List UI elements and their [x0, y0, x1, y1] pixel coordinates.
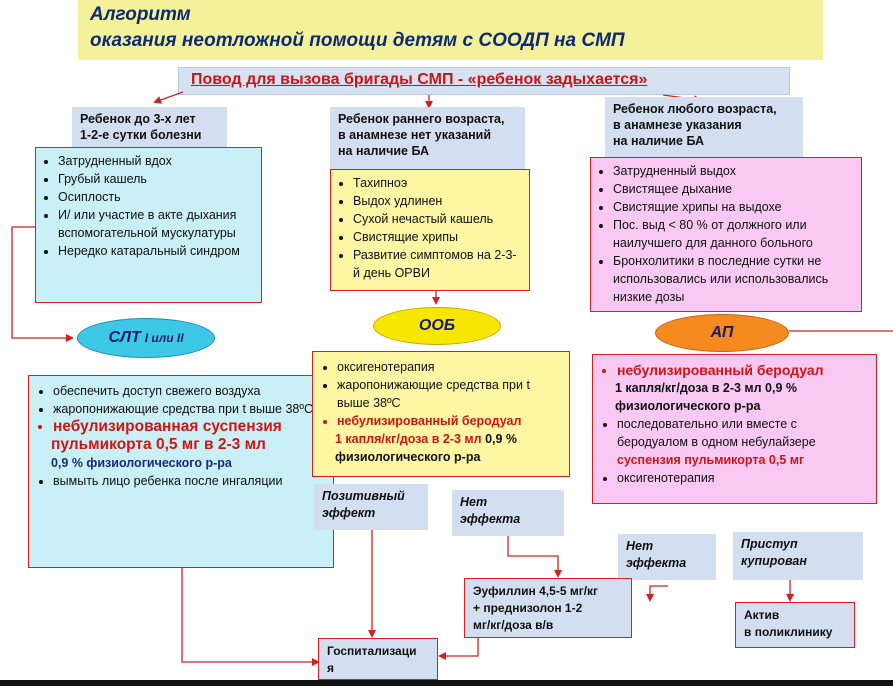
arrow-left-to-hospital: [181, 568, 320, 666]
right-treatment-panel: небулизированный беродуал 1 капля/кг/доз…: [592, 354, 877, 504]
attack-resolved-note: Приступ купирован: [733, 532, 863, 580]
left-header-line-2: 1-2-е сутки болезни: [80, 128, 202, 142]
middle-symptom: Развитие симптомов на 2-3-й день ОРВИ: [353, 246, 523, 282]
middle-symptoms-panel: Тахипноэ Выдох удлинен Сухой нечастый ка…: [330, 169, 530, 291]
ap-oval: АП: [655, 314, 789, 352]
slt-oval: СЛТ I или II: [77, 318, 215, 358]
right-treatment-highlight-1: небулизированный беродуал: [617, 361, 868, 379]
bottom-bar: [0, 680, 893, 686]
no-effect-1-line-2: эффекта: [460, 512, 521, 526]
arrow-reason-left: [153, 91, 184, 104]
right-header-line-2: в анамнезе указания: [613, 118, 742, 132]
middle-treatment-item: жаропонижающие средства при t выше 38ºС: [337, 376, 561, 412]
positive-effect-line-2: эффект: [322, 506, 376, 520]
title-line-2: оказания неотложной помощи детям с СООДП…: [90, 30, 625, 51]
slt-label: СЛТ: [108, 329, 141, 346]
middle-header-line-1: Ребенок раннего возраста,: [338, 112, 505, 126]
left-symptom: Затрудненный вдох: [58, 152, 255, 170]
right-header-line-1: Ребенок любого возраста,: [613, 102, 777, 116]
arrow-left-to-slt: [11, 226, 74, 342]
title-banner: Алгоритм оказания неотложной помощи детя…: [78, 0, 823, 60]
arrow-noeffect2-to-euphyllin: [646, 585, 668, 602]
arrow-euphyllin-to-hospital: [438, 638, 479, 660]
middle-treatment-highlight-2-tail: 0,9 %: [485, 432, 518, 446]
euphyllin-line-2: + преднизолон 1-2: [473, 601, 583, 615]
middle-treatment-panel: оксигенотерапия жаропонижающие средства …: [312, 351, 570, 477]
left-symptoms-panel: Затрудненный вдох Грубый кашель Осиплост…: [35, 147, 262, 303]
right-treatment-item-3: оксигенотерапия: [617, 469, 868, 487]
right-symptoms-panel: Затрудненный выдох Свистящее дыхание Сви…: [590, 157, 862, 312]
right-symptom: Свистящее дыхание: [613, 180, 855, 198]
right-treatment-highlight-3: физиологического р-ра: [615, 399, 761, 413]
middle-treatment-highlight-1: небулизированный беродуал: [337, 412, 561, 430]
euphyllin-line-1: Эуфиллин 4,5-5 мг/кг: [473, 584, 599, 598]
ap-label: АП: [710, 324, 734, 341]
right-symptom: Бронхолитики в последние сутки не исполь…: [613, 252, 855, 306]
right-symptom: Свистящие хрипы на выдохе: [613, 198, 855, 216]
left-symptom: И/ или участие в акте дыхания вспомогате…: [58, 206, 255, 242]
right-treatment-item-2: последовательно или вместе с беродуалом …: [617, 415, 868, 469]
left-symptom: Осиплость: [58, 188, 255, 206]
no-effect-1-line-1: Нет: [460, 495, 488, 509]
left-treatment-item: жаропонижающие средства при t выше 38ºС: [53, 400, 325, 418]
right-column-header: Ребенок любого возраста, в анамнезе указ…: [605, 97, 803, 157]
middle-header-line-2: в анамнезе нет указаний: [338, 128, 491, 142]
left-header-line-1: Ребенок до 3-х лет: [80, 112, 196, 126]
left-treatment-highlight-1: небулизированная суспензия: [53, 418, 325, 436]
hospitalization-line-2: я: [327, 661, 335, 675]
middle-header-line-3: на наличие БА: [338, 144, 430, 158]
no-effect-2-line-2: эффекта: [626, 556, 687, 570]
title-line-1: Алгоритм: [90, 4, 191, 25]
no-effect-note-1: Нет эффекта: [452, 490, 564, 536]
left-treatment-highlight-2: пульмикорта 0,5 мг в 2-3 мл: [51, 436, 266, 453]
euphyllin-box: Эуфиллин 4,5-5 мг/кг + преднизолон 1-2 м…: [464, 578, 632, 638]
left-treatment-last: вымыть лицо ребенка после ингаляции: [53, 472, 325, 490]
arrow-noeffect1-to-euphyllin: [507, 536, 562, 578]
left-treatment-highlight-3: 0,9 % физиологического р-ра: [51, 456, 232, 470]
euphyllin-line-3: мг/кг/доза в/в: [473, 618, 554, 632]
right-symptom: Пос. выд < 80 % от должного или наилучше…: [613, 216, 855, 252]
hospitalization-line-1: Госпитализаци: [327, 644, 417, 658]
middle-column-header: Ребенок раннего возраста, в анамнезе нет…: [330, 107, 525, 169]
outpatient-line-2: в поликлинику: [744, 625, 833, 639]
slt-suffix: I или II: [144, 331, 184, 345]
middle-symptom: Тахипноэ: [353, 174, 523, 192]
call-reason-banner: Повод для вызова бригады СМП - «ребенок …: [178, 67, 790, 95]
middle-treatment-item: оксигенотерапия: [337, 358, 561, 376]
positive-effect-note: Позитивный эффект: [314, 484, 428, 530]
positive-effect-line-1: Позитивный: [322, 489, 405, 503]
right-header-line-3: на наличие БА: [613, 134, 705, 148]
middle-treatment-highlight-2: 1 капля/кг/доза в 2-3 мл: [335, 432, 482, 446]
attack-resolved-line-1: Приступ: [741, 537, 798, 551]
hospitalization-box: Госпитализаци я: [318, 638, 438, 680]
middle-symptom: Сухой нечастый кашель: [353, 210, 523, 228]
oob-label: ООБ: [418, 317, 456, 334]
middle-treatment-highlight-3: физиологического р-ра: [335, 450, 481, 464]
call-reason-text: Повод для вызова бригады СМП - «ребенок …: [191, 71, 648, 88]
right-treatment-highlight-2: 1 капля/кг/доза в 2-3 мл 0,9 %: [615, 381, 798, 395]
right-treatment-item-2-text: последовательно или вместе с беродуалом …: [617, 417, 816, 449]
attack-resolved-line-2: купирован: [741, 554, 807, 568]
left-treatment-panel: обеспечить доступ свежего воздуха жаропо…: [28, 375, 334, 568]
left-treatment-item: обеспечить доступ свежего воздуха: [53, 382, 325, 400]
left-column-header: Ребенок до 3-х лет 1-2-е сутки болезни: [72, 107, 227, 150]
no-effect-2-line-1: Нет: [626, 539, 654, 553]
oob-oval: ООБ: [373, 307, 501, 345]
outpatient-box: Актив в поликлинику: [735, 602, 855, 648]
no-effect-note-2: Нет эффекта: [618, 534, 716, 580]
left-symptom: Нередко катаральный синдром: [58, 242, 255, 260]
right-treatment-item-2-red: суспензия пульмикорта 0,5 мг: [617, 453, 805, 467]
outpatient-line-1: Актив: [744, 608, 780, 622]
left-symptom: Грубый кашель: [58, 170, 255, 188]
middle-symptom: Выдох удлинен: [353, 192, 523, 210]
middle-symptom: Свистящие хрипы: [353, 228, 523, 246]
right-symptom: Затрудненный выдох: [613, 162, 855, 180]
